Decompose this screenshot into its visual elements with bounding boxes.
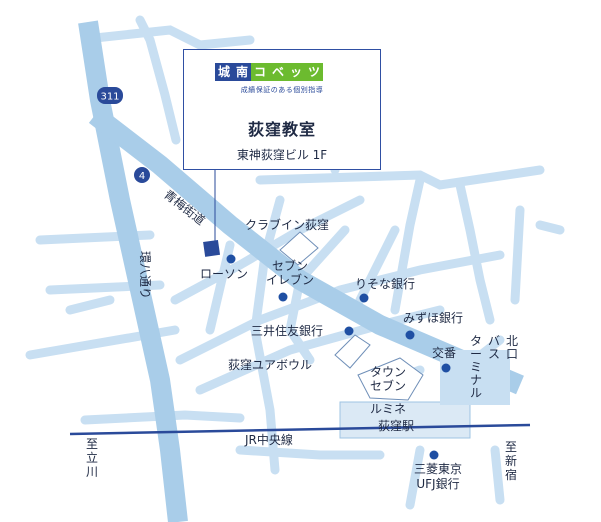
clubine-label: クラブイン荻窪: [245, 217, 329, 232]
logo-char-2: 南: [233, 63, 251, 81]
bus-terminal-area: [440, 350, 510, 405]
lawson-label: ローソン: [200, 267, 248, 281]
jr-chuo-line: [69, 423, 531, 436]
logo-char-6: ツ: [305, 63, 323, 81]
ogikubo-bowl-label: 荻窪ユアボウル: [228, 357, 312, 372]
classroom-address: 東神荻窪ビル 1F: [236, 148, 328, 162]
koban-label: 交番: [432, 345, 456, 360]
ogikubo-station-label: 荻窪駅: [378, 418, 414, 433]
bus-terminal-col1: 北口: [506, 334, 518, 361]
logo-char-5: ッ: [287, 63, 305, 81]
route-4-number: 4: [139, 171, 145, 182]
mufg-marker[interactable]: [429, 450, 439, 460]
lawson-marker[interactable]: [226, 254, 236, 264]
clubine-building: [279, 231, 319, 266]
jonan-kobetsu-logo: 城 南 コ ベ ッ ツ: [215, 63, 323, 81]
logo-tagline: 成績保証のある個別指導: [240, 86, 324, 94]
classroom-marker[interactable]: [203, 239, 221, 257]
route-4-badge: 4: [134, 167, 150, 183]
mitsui-marker[interactable]: [344, 326, 354, 336]
mizuho-label: みずほ銀行: [403, 311, 463, 325]
logo-char-4: ベ: [269, 63, 287, 81]
mitsui-label: 三井住友銀行: [251, 324, 323, 338]
town-seven-building: [357, 357, 424, 401]
logo-char-1: 城: [215, 63, 233, 81]
kanpachi-dori-label: 環八通り: [138, 251, 152, 299]
lumine-label: ルミネ: [370, 402, 406, 416]
bus-terminal-col3: ターミナル: [470, 334, 482, 400]
route-311-number: 311: [100, 92, 119, 103]
to-shinjuku-label: 至新宿: [505, 440, 517, 482]
jr-chuo-line-label: JR中央線: [244, 432, 293, 447]
bus-terminal-col2: バス: [488, 334, 500, 361]
to-tachikawa-label: 至立川: [86, 437, 98, 479]
ogikubo-bowl-building: [334, 334, 371, 369]
seven-eleven-marker[interactable]: [278, 292, 288, 302]
mizuho-marker[interactable]: [405, 330, 415, 340]
poi-markers: [226, 254, 451, 460]
classroom-callout: 城 南 コ ベ ッ ツ 成績保証のある個別指導 荻窪教室 東神荻窪ビル 1F: [183, 49, 381, 170]
resona-marker[interactable]: [359, 293, 369, 303]
town-seven-label: タウンセブン: [370, 365, 406, 393]
resona-label: りそな銀行: [355, 277, 415, 291]
classroom-name: 荻窪教室: [247, 120, 316, 139]
koban-marker[interactable]: [441, 363, 451, 373]
route-311-badge: 311: [97, 87, 123, 104]
station-area: [339, 401, 471, 439]
seven-eleven-label: セブンイレブン: [266, 258, 314, 287]
logo-char-3: コ: [251, 63, 269, 81]
